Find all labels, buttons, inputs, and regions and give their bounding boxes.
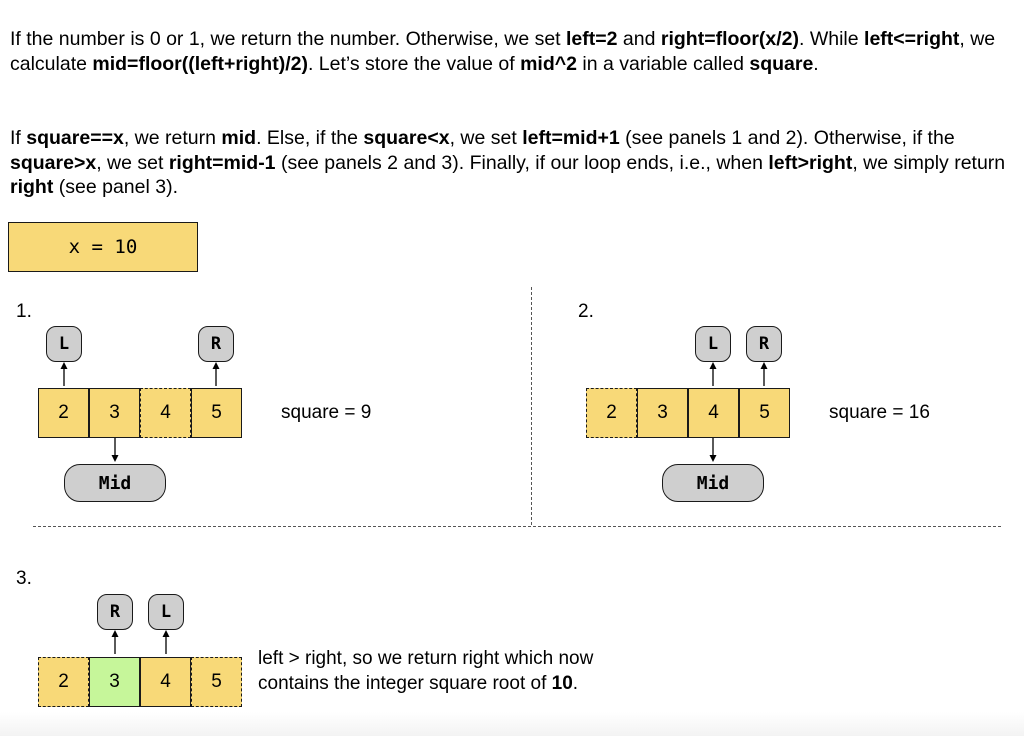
right-pointer: R [198,326,234,362]
array-cell: 5 [739,388,790,438]
code-term: left>right [768,151,853,174]
text: . While [799,28,865,50]
down-arrow-icon [111,438,119,462]
array-cell-result: 3 [89,657,140,707]
array-cell: 3 [89,388,140,438]
code-term: left<=right [864,28,960,50]
code-term: square<x [363,127,450,149]
left-pointer: L [46,326,82,362]
text: (see panels 2 and 3). Finally, if our lo… [275,151,769,174]
array-cell: 2 [38,388,89,438]
up-arrow-icon [162,630,170,654]
text: and [617,28,661,50]
result-note: left > right, so we return right which n… [258,646,658,696]
code-term: mid [221,127,257,149]
right-pointer: R [97,594,133,630]
code-term: square>x [10,151,97,174]
array-cell: 4 [140,388,191,438]
array-cell: 4 [140,657,191,707]
down-arrow-icon [709,438,717,462]
vertical-divider [531,287,532,525]
square-value: square = 9 [281,402,372,423]
code-term: square [749,52,814,75]
result-number: 10 [551,673,573,694]
text: . [572,673,579,694]
text: . Let’s store the value of [307,52,521,75]
code-term: left=mid+1 [522,127,620,149]
left-pointer: L [695,326,731,362]
array-cell: 5 [191,657,242,707]
up-arrow-icon [709,362,717,386]
up-arrow-icon [212,362,220,386]
array-cell: 2 [586,388,637,438]
text: (see panel 3). [53,176,178,198]
text: left > right, so we return right which n… [258,648,594,694]
square-value: square = 16 [829,402,930,423]
text: , we return [123,127,222,149]
code-term: right=mid-1 [168,151,276,174]
explanation-paragraph-1: If the number is 0 or 1, we return the n… [10,27,1015,76]
mid-pointer: Mid [662,464,764,502]
input-value-box: x = 10 [8,222,198,272]
text: If [10,127,27,149]
text: in a variable called [576,52,750,75]
up-arrow-icon [760,362,768,386]
code-term: square==x [26,127,124,149]
panel-number: 2. [578,301,594,322]
up-arrow-icon [111,630,119,654]
text: (see panels 1 and 2). Otherwise, if the [619,127,955,149]
code-term: right=floor(x/2) [660,28,800,50]
text: . [813,52,819,75]
mid-pointer: Mid [64,464,166,502]
array-cell: 4 [688,388,739,438]
right-pointer: R [746,326,782,362]
code-term: mid=floor((left+right)/2) [92,52,308,75]
text: If the number is 0 or 1, we return the n… [10,28,567,50]
bottom-shade [0,712,1024,736]
explanation-paragraph-2: If square==x, we return mid. Else, if th… [10,126,1015,200]
left-pointer: L [148,594,184,630]
array-cell: 3 [637,388,688,438]
code-term: mid^2 [520,52,577,75]
array-cell: 2 [38,657,89,707]
text: , we set [96,151,169,174]
text: , we set [449,127,523,149]
text: , we calculate [10,28,996,75]
code-term: right [10,176,54,198]
horizontal-divider [33,526,1001,527]
panel-number: 3. [16,568,32,589]
text: . Else, if the [256,127,364,149]
code-term: left=2 [566,28,618,50]
array-cell: 5 [191,388,242,438]
text: , we simply return [852,151,1006,174]
up-arrow-icon [60,362,68,386]
panel-number: 1. [16,301,32,322]
